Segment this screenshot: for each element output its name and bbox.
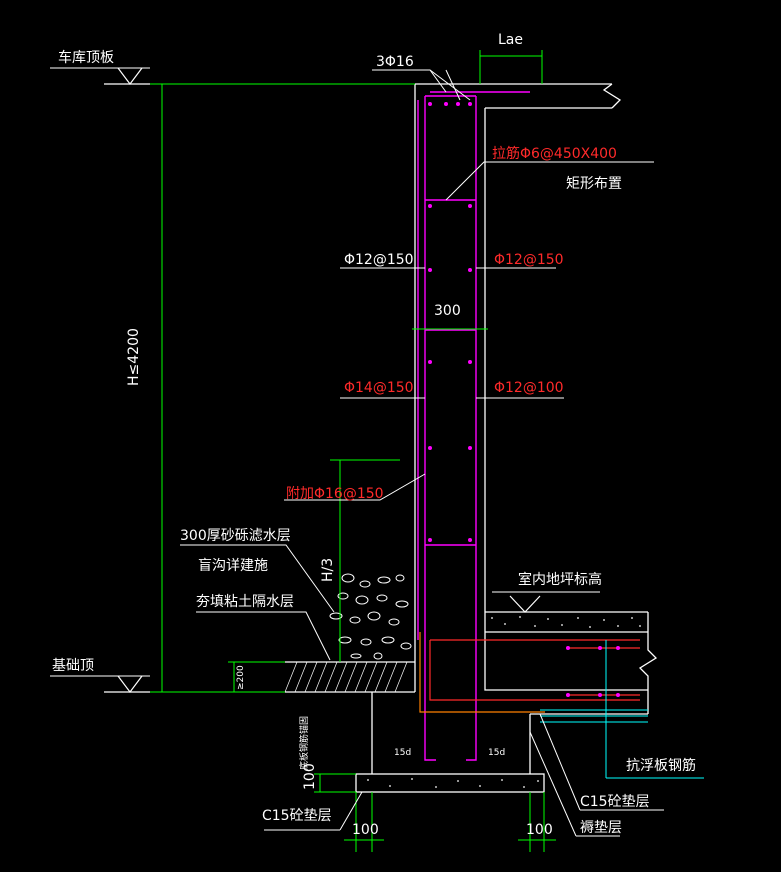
slab-rebar-dots: [566, 646, 620, 697]
anti-float-bars: [540, 640, 704, 779]
dim-100-right-label: 100: [526, 822, 553, 838]
clay-hatch: [284, 661, 408, 693]
pad-100-label: 100: [302, 763, 318, 790]
anchor-right-label: 15d: [488, 748, 506, 758]
leader-lines: [50, 67, 664, 837]
floor-slab-fill: [367, 616, 641, 788]
slab-rebar: [419, 632, 640, 713]
left-upper-bars-label: Φ12@150: [344, 252, 414, 268]
gravel-layer: [329, 573, 412, 660]
indoor-floor-label: 室内地坪标高: [518, 572, 602, 588]
top-bars-label: 3Φ16: [376, 54, 414, 70]
anchor-left-label: 15d: [394, 748, 412, 758]
cushion-label: 褥垫层: [580, 820, 622, 836]
clay-layer-label: 夯填粘土隔水层: [196, 594, 294, 610]
wall-thickness-label: 300: [434, 303, 461, 319]
gravel-layer-label: 300厚砂砾滤水层: [180, 528, 291, 544]
c15-right-label: C15砼垫层: [580, 794, 650, 810]
wall-rebar: [417, 91, 530, 761]
vertical-note-label: 底板钢筋锚固: [300, 715, 310, 770]
dim-100-left-label: 100: [352, 822, 379, 838]
min-200-label: ≥200: [236, 665, 246, 690]
dimension-lines: [150, 50, 556, 852]
tie-bars-label: 拉筋Φ6@450X400: [492, 146, 617, 162]
tie-layout-label: 矩形布置: [566, 176, 622, 192]
h3-label: H/3: [320, 557, 336, 582]
drain-note-label: 盲沟详建施: [198, 558, 268, 574]
foundation-top-label: 基础顶: [52, 658, 94, 674]
c15-left-label: C15砼垫层: [262, 808, 332, 824]
rebar-dots: [428, 102, 472, 542]
right-lower-bars-label: Φ12@100: [494, 380, 564, 396]
anti-float-label: 抗浮板钢筋: [626, 758, 696, 774]
elevation-markers: [104, 67, 541, 693]
added-bars-label: 附加Φ16@150: [286, 486, 384, 502]
garage-roof-label: 车库顶板: [58, 50, 114, 66]
right-upper-bars-label: Φ12@150: [494, 252, 564, 268]
left-lower-bars-label: Φ14@150: [344, 380, 414, 396]
height-label: H≤4200: [126, 328, 142, 386]
lae-label: Lae: [498, 32, 523, 48]
